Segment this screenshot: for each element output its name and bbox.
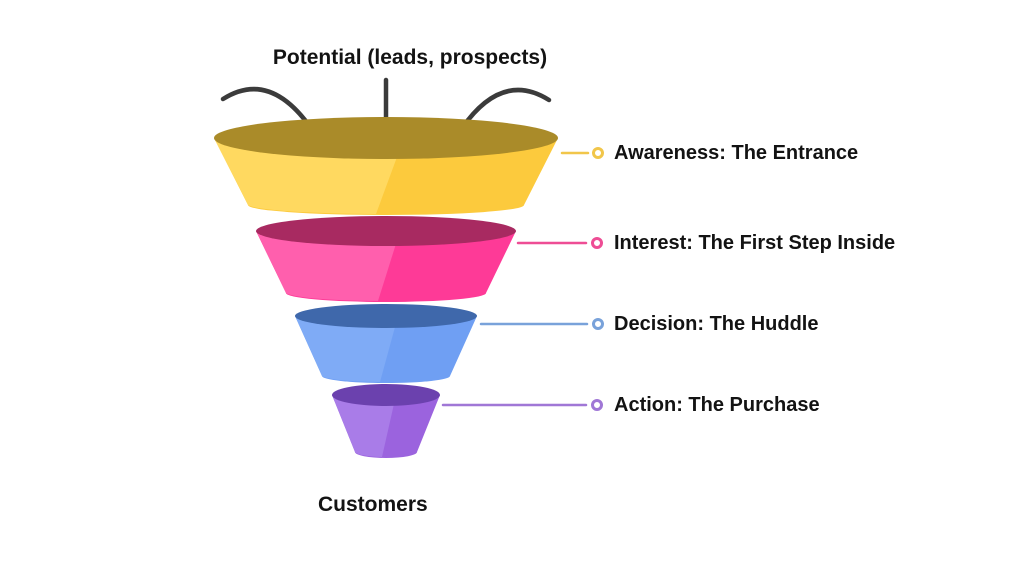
tier-label-decision: Decision: The Huddle	[614, 313, 819, 335]
tier-highlight	[256, 231, 400, 301]
connector-dot-action	[591, 399, 603, 411]
funnel-tier-action	[332, 384, 440, 458]
funnel-tier-awareness	[214, 117, 558, 215]
tier-highlight	[295, 316, 398, 382]
tier-label-awareness: Awareness: The Entrance	[614, 142, 859, 164]
tier-highlight	[332, 395, 396, 457]
connector-dot-awareness	[592, 147, 604, 159]
tier-label-action: Action: The Purchase	[614, 394, 820, 416]
funnel-tier-decision	[295, 304, 477, 383]
funnel-tier-interest	[256, 216, 516, 302]
connectors	[441, 147, 604, 411]
connector-dot-interest	[591, 237, 603, 249]
tier-top-ellipse	[214, 117, 558, 159]
tier-top-ellipse	[332, 384, 440, 406]
connector-dot-decision	[592, 318, 604, 330]
funnel-title: Potential (leads, prospects)	[272, 46, 548, 69]
customers-label: Customers	[318, 493, 428, 516]
tier-top-ellipse	[256, 216, 516, 246]
tier-top-ellipse	[295, 304, 477, 328]
tier-label-interest: Interest: The First Step Inside	[614, 232, 896, 254]
